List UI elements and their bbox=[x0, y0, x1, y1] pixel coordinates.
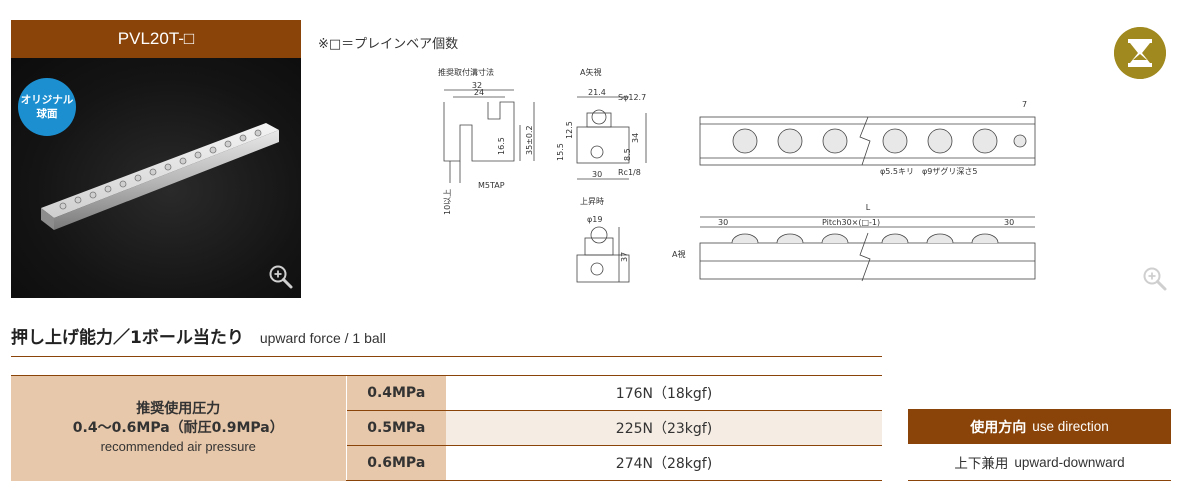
zoom-in-icon[interactable] bbox=[268, 264, 294, 290]
section-title-ja: 押し上げ能力／1ボール当たり bbox=[11, 328, 244, 348]
use-direction-value: 上下兼用 upward-downward bbox=[908, 444, 1171, 481]
dim-16-5: 16.5 bbox=[497, 137, 506, 155]
use-direction-value-ja: 上下兼用 bbox=[954, 456, 1009, 472]
dim-s12-7: Sφ12.7 bbox=[618, 93, 646, 102]
dim-L: L bbox=[866, 203, 871, 212]
a-view-label: A視 bbox=[672, 250, 685, 259]
hourglass-logo-icon bbox=[1114, 27, 1166, 79]
drawing-zoom-in-icon[interactable] bbox=[1142, 266, 1168, 292]
dim-m5: M5TAP bbox=[478, 181, 505, 190]
dim-7: 7 bbox=[1022, 100, 1027, 109]
dim-32: 32 bbox=[472, 81, 482, 90]
product-title: PVL20T-□ bbox=[11, 20, 301, 58]
force-value-cell: 176N（18kgf) bbox=[446, 375, 882, 411]
dim-15-5: 15.5 bbox=[556, 143, 565, 161]
table-row: 0.6MPa 274N（28kgf) bbox=[11, 445, 882, 481]
technical-drawing[interactable]: 推奨取付溝寸法 32 24 16.5 35±0.2 M5TAP 10以上 A矢視… bbox=[420, 55, 1060, 305]
use-direction-value-en: upward-downward bbox=[1014, 454, 1125, 470]
upward-force-table: 推奨使用圧力 0.4～0.6MPa（耐圧0.9MPa） recommended … bbox=[11, 375, 882, 481]
dim-30-c: 30 bbox=[1004, 218, 1014, 227]
badge-line-2: 球面 bbox=[36, 108, 58, 120]
condition-line-2: 0.4～0.6MPa（耐圧0.9MPa） bbox=[72, 420, 284, 437]
force-value-cell: 274N（28kgf) bbox=[446, 445, 882, 481]
force-value-cell: 225N（23kgf) bbox=[446, 410, 882, 446]
pressure-cell: 0.4MPa bbox=[345, 375, 446, 411]
product-photo[interactable]: オリジナル 球面 bbox=[11, 58, 301, 298]
dim-35: 35±0.2 bbox=[525, 125, 534, 155]
holes-note: φ5.5キリ φ9ザグリ深さ5 bbox=[880, 166, 977, 176]
badge-line-1: オリジナル bbox=[20, 94, 74, 106]
dim-phi19: φ19 bbox=[587, 215, 602, 224]
pressure-cell: 0.5MPa bbox=[345, 410, 446, 446]
section-title-en: upward force / 1 ball bbox=[259, 330, 386, 346]
rail-image bbox=[41, 123, 279, 230]
dim-30-b: 30 bbox=[718, 218, 728, 227]
use-direction-box: 使用方向 use direction 上下兼用 upward-downward bbox=[908, 409, 1171, 481]
condition-line-3: recommended air pressure bbox=[100, 439, 256, 455]
use-direction-header: 使用方向 use direction bbox=[908, 409, 1171, 444]
product-card: PVL20T-□ bbox=[11, 20, 301, 298]
pressure-cell: 0.6MPa bbox=[345, 445, 446, 481]
pressure-condition-cell: 推奨使用圧力 0.4～0.6MPa（耐圧0.9MPa） recommended … bbox=[11, 375, 346, 481]
table-row: 推奨使用圧力 0.4～0.6MPa（耐圧0.9MPa） recommended … bbox=[11, 375, 882, 481]
up-title: 上昇時 bbox=[580, 197, 604, 206]
dim-21-4: 21.4 bbox=[588, 88, 606, 97]
use-direction-label-en: use direction bbox=[1032, 419, 1109, 434]
mount-title: 推奨取付溝寸法 bbox=[438, 67, 494, 77]
dim-24: 24 bbox=[474, 88, 484, 97]
original-sphere-badge: オリジナル 球面 bbox=[18, 78, 76, 136]
pitch-dim: Pitch30×(□-1) bbox=[822, 218, 880, 227]
dim-37: 37 bbox=[620, 252, 629, 262]
dim-30-a: 30 bbox=[592, 170, 602, 179]
condition-line-1: 推奨使用圧力 bbox=[136, 401, 221, 418]
use-direction-label-ja: 使用方向 bbox=[970, 419, 1027, 436]
dim-rc: Rc1/8 bbox=[618, 168, 641, 177]
note-text: ※□＝プレインベア個数 bbox=[318, 37, 459, 52]
dim-12-5: 12.5 bbox=[565, 121, 574, 139]
table-row: 0.5MPa 225N（23kgf) bbox=[11, 410, 882, 446]
dim-10: 10以上 bbox=[443, 189, 452, 215]
dim-34: 34 bbox=[631, 133, 640, 143]
section-heading: 押し上げ能力／1ボール当たり upward force / 1 ball bbox=[11, 323, 882, 357]
dim-8-5: 8.5 bbox=[623, 148, 632, 161]
view-a-title: A矢視 bbox=[580, 67, 601, 77]
